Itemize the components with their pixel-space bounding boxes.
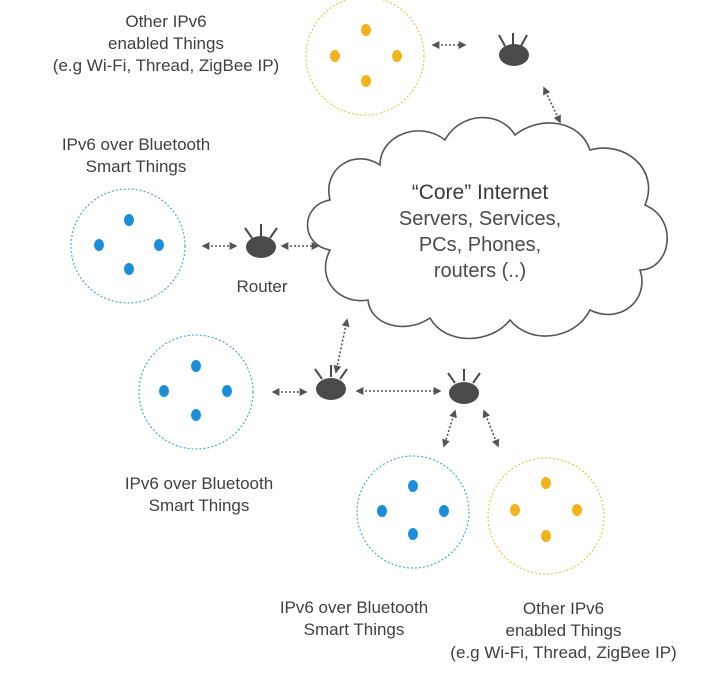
label-line: Smart Things	[85, 157, 187, 176]
router-middle	[314, 365, 348, 400]
label-line: (e.g Wi-Fi, Thread, ZigBee IP)	[52, 56, 280, 75]
router-icon	[449, 382, 479, 404]
bidirectional-arrow-icon	[543, 86, 561, 124]
device-dot-icon	[94, 239, 104, 251]
label-line: (e.g Wi-Fi, Thread, ZigBee IP)	[450, 643, 677, 662]
device-dot-icon	[330, 50, 340, 62]
device-dot-icon	[377, 505, 387, 517]
cloud-title: “Core” Internet	[411, 181, 549, 204]
bluetooth-things-cluster-left	[70, 188, 186, 304]
label-line: Other IPv6	[125, 12, 207, 31]
bidirectional-arrow-icon	[333, 318, 350, 374]
label-line: Other IPv6	[522, 599, 605, 618]
router-right	[447, 369, 481, 404]
bluetooth-things-label-left: IPv6 over Bluetooth Smart Things	[14, 134, 258, 178]
device-dot-icon	[191, 360, 201, 372]
cluster-boundary	[356, 455, 470, 569]
bluetooth-things-cluster-bottom	[356, 455, 470, 569]
device-dot-icon	[222, 385, 232, 397]
device-dot-icon	[541, 530, 551, 542]
core-internet-cloud	[306, 116, 668, 340]
bluetooth-things-cluster-middle	[138, 334, 254, 450]
label-line: enabled Things	[108, 34, 224, 53]
device-dot-icon	[392, 50, 402, 62]
device-dot-icon	[124, 214, 134, 226]
device-dot-icon	[159, 385, 169, 397]
device-dot-icon	[191, 409, 201, 421]
router-icon	[316, 378, 346, 400]
device-dot-icon	[154, 239, 164, 251]
bluetooth-things-label-bottom: IPv6 over Bluetooth Smart Things	[232, 597, 476, 641]
other-things-cluster-bottom	[487, 457, 605, 575]
router-label: Router	[236, 277, 288, 296]
cluster-boundary	[305, 0, 425, 116]
other-things-cluster-top	[305, 0, 425, 116]
label-line: IPv6 over Bluetooth	[279, 598, 429, 617]
label-line: Smart Things	[148, 496, 250, 515]
device-dot-icon	[408, 528, 418, 540]
other-things-label-bottom: Other IPv6 enabled Things (e.g Wi-Fi, Th…	[400, 598, 727, 664]
cluster-boundary	[138, 334, 254, 450]
other-things-label-top: Other IPv6 enabled Things (e.g Wi-Fi, Th…	[0, 11, 332, 77]
device-dot-icon	[541, 477, 551, 489]
device-dot-icon	[572, 504, 582, 516]
label-line: enabled Things	[505, 621, 622, 640]
device-dot-icon	[361, 24, 371, 36]
label-line: Smart Things	[303, 620, 405, 639]
router-top	[498, 33, 529, 66]
cluster-boundary	[70, 188, 186, 304]
cloud-line: routers (..)	[433, 260, 527, 282]
router-icon	[246, 236, 276, 258]
router-icon	[499, 44, 529, 66]
router-left	[244, 224, 278, 258]
cloud-line: PCs, Phones,	[418, 234, 542, 256]
cluster-boundary	[487, 457, 605, 575]
cloud-line: Servers, Services,	[398, 208, 562, 230]
device-dot-icon	[361, 75, 371, 87]
bidirectional-arrow-icon	[442, 409, 457, 448]
label-line: IPv6 over Bluetooth	[124, 474, 274, 493]
device-dot-icon	[439, 505, 449, 517]
cloud-icon	[306, 116, 668, 340]
device-dot-icon	[510, 504, 520, 516]
label-line: IPv6 over Bluetooth	[61, 135, 211, 154]
bidirectional-arrow-icon	[482, 409, 500, 448]
device-dot-icon	[408, 480, 418, 492]
cloud-content: “Core” Internet Servers, Services, PCs, …	[370, 180, 590, 284]
bluetooth-things-label-middle: IPv6 over Bluetooth Smart Things	[77, 473, 321, 517]
device-dot-icon	[124, 263, 134, 275]
